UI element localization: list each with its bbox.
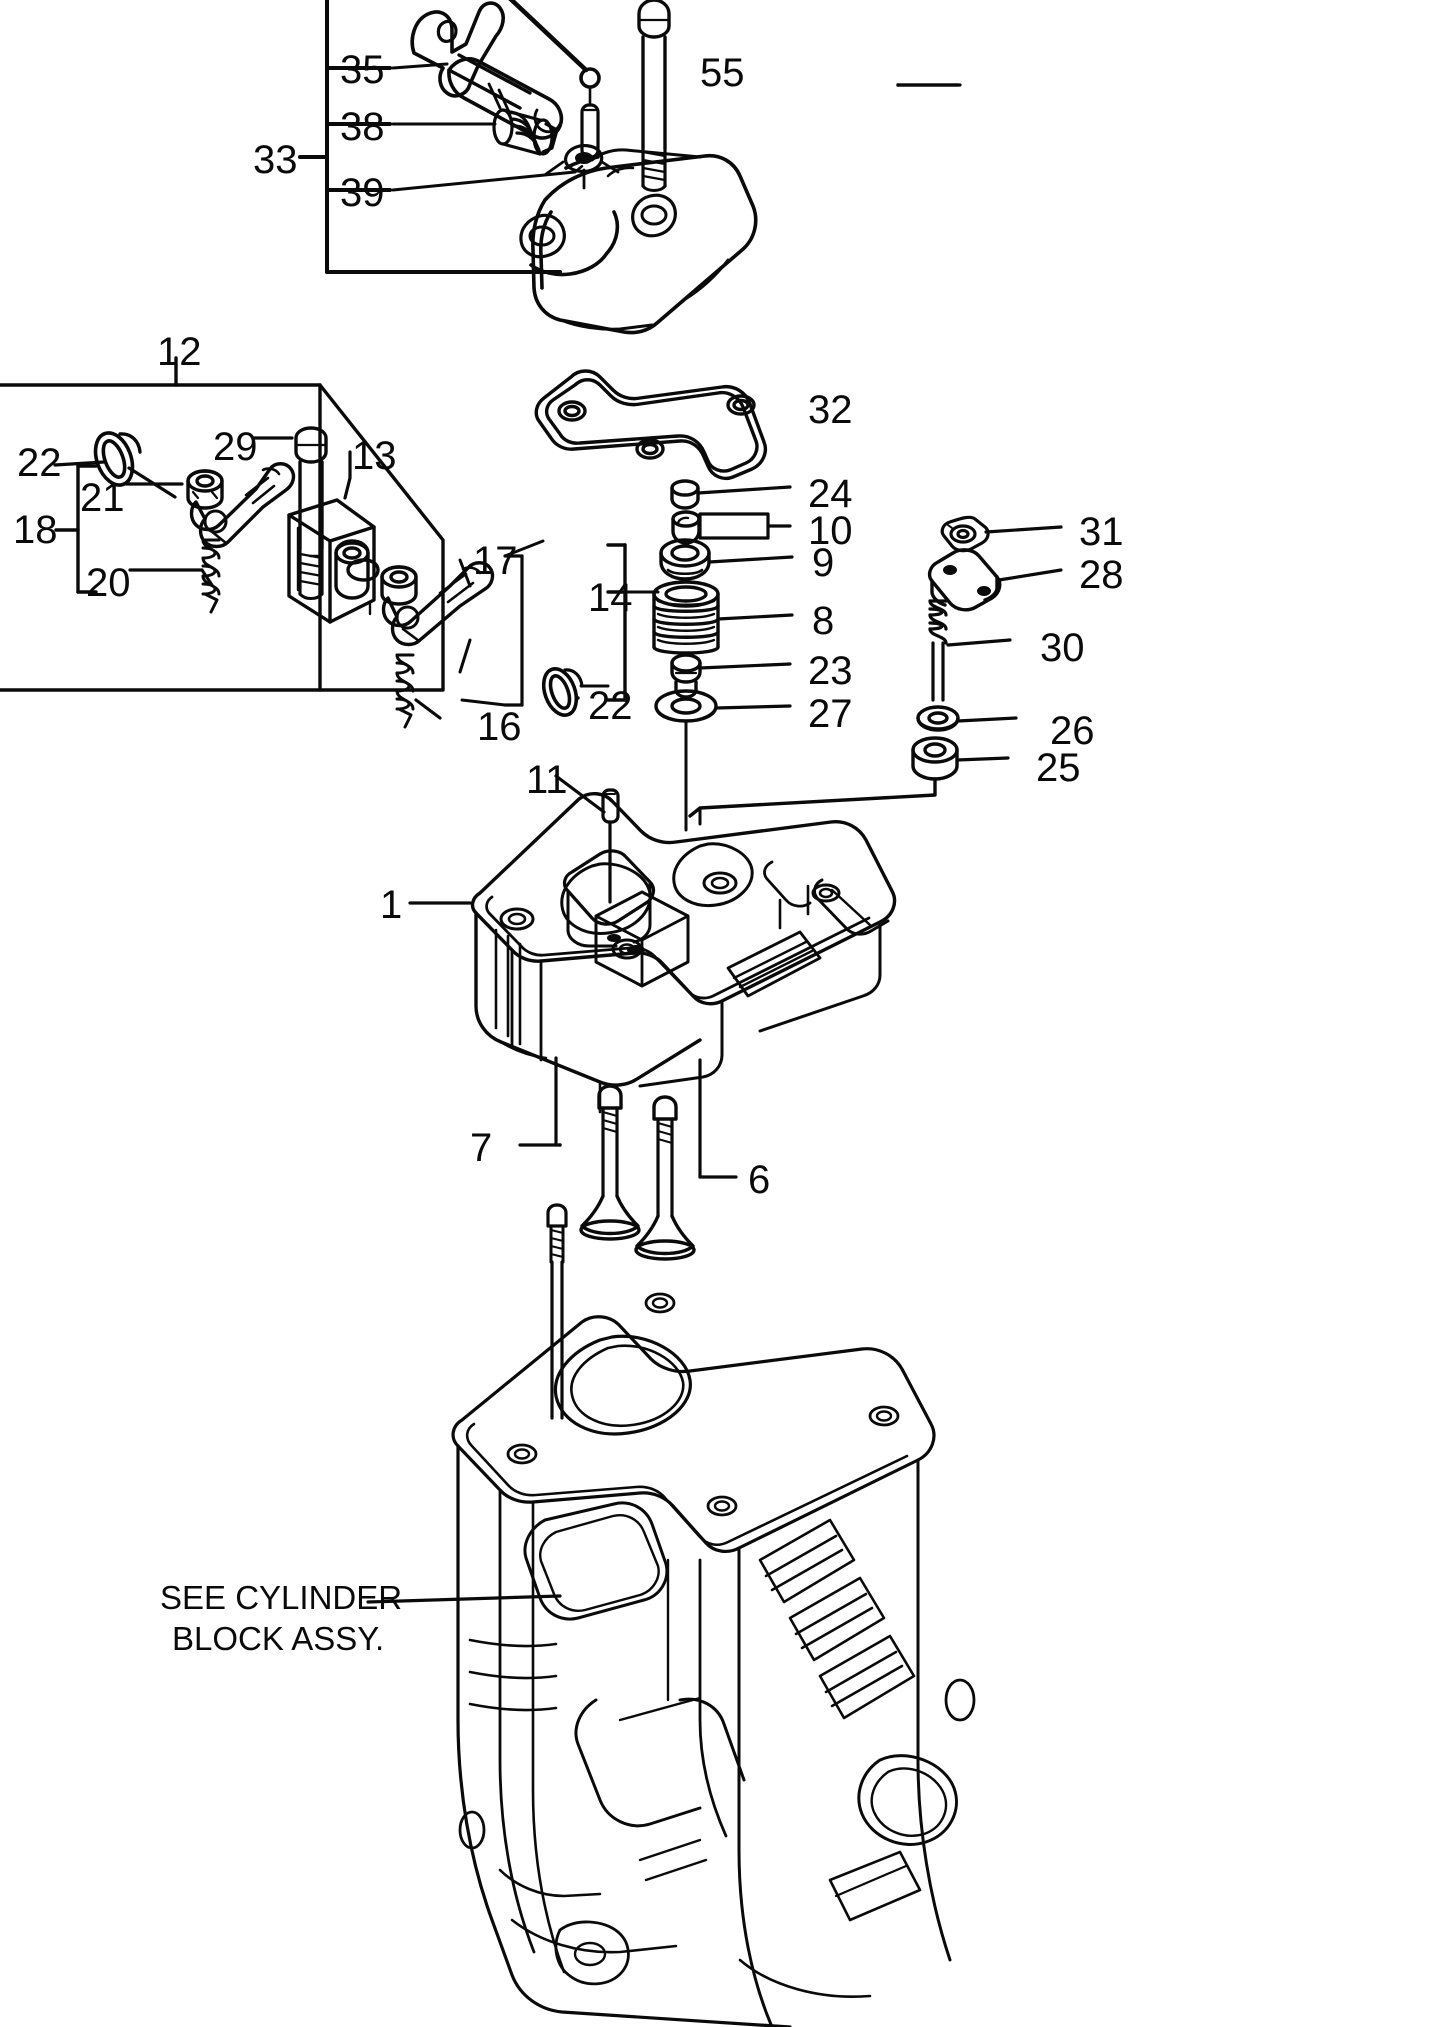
callout-20: 20 <box>86 561 131 605</box>
part-22-retaining-ring-left <box>93 431 177 499</box>
callout-18: 18 <box>13 508 58 552</box>
callout-55: 55 <box>700 51 745 95</box>
part-24-cap <box>670 479 700 510</box>
callout-13: 13 <box>352 434 397 478</box>
part-21-nut <box>186 469 224 510</box>
part-34-head-cover <box>519 144 758 335</box>
callout-9: 9 <box>812 541 835 585</box>
callout-16: 16 <box>477 705 522 749</box>
part-17-nut <box>380 565 418 606</box>
callout-21: 21 <box>80 476 125 520</box>
cylinder-block <box>451 1292 976 2027</box>
callout-35: 35 <box>340 48 385 92</box>
part-28-breather-cover <box>927 548 1002 612</box>
part-6-exhaust-valve <box>634 1095 696 1261</box>
callout-23: 23 <box>808 649 853 693</box>
part-38-spring <box>492 108 559 156</box>
callout-12: 12 <box>157 330 202 374</box>
callout-8: 8 <box>812 599 835 643</box>
part-17-rocker-arm <box>381 561 495 647</box>
callout-7: 7 <box>470 1126 493 1170</box>
part-35-rocker-arm <box>410 1 564 140</box>
bracket-14 <box>606 543 627 702</box>
part-16-spring <box>395 653 415 729</box>
callout-1: 1 <box>380 883 403 927</box>
part-22-retaining-ring-right <box>541 667 584 717</box>
callout-10: 10 <box>808 509 853 553</box>
part-26-washer-small <box>916 705 960 732</box>
callout-11: 11 <box>526 758 568 802</box>
part-18-rocker-arm <box>189 462 296 549</box>
part-13-pivot-block <box>287 498 380 624</box>
callout-14: 14 <box>588 576 633 620</box>
part-31-breather-nut <box>940 515 990 553</box>
callout-31: 31 <box>1079 510 1124 554</box>
head-stud <box>546 1203 568 1420</box>
part-30-breather-stud <box>928 599 948 702</box>
callout-32: 32 <box>808 388 853 432</box>
note-line-1: SEE CYLINDER <box>160 1579 403 1616</box>
bracket-18 <box>54 464 98 594</box>
bracket-12 <box>0 356 445 692</box>
part-9-retainer <box>659 538 711 581</box>
callout-39: 39 <box>340 171 385 215</box>
part-32-gasket <box>534 369 768 481</box>
part-55-bolt <box>637 0 960 192</box>
bracket-33 <box>298 0 562 274</box>
callout-28: 28 <box>1079 553 1124 597</box>
callout-33: 33 <box>253 138 298 182</box>
callout-22-right: 22 <box>588 684 633 728</box>
part-1-cylinder-head <box>470 792 897 1114</box>
callout-17: 17 <box>473 539 518 583</box>
part-8-valve-spring <box>652 580 720 655</box>
callout-24: 24 <box>808 472 853 516</box>
part-7-intake-valve <box>579 1084 641 1241</box>
note-line-2: BLOCK ASSY. <box>172 1620 385 1657</box>
part-25-grommet <box>911 736 959 781</box>
callout-38: 38 <box>340 105 385 149</box>
callout-6: 6 <box>748 1158 771 1202</box>
callout-25: 25 <box>1036 746 1081 790</box>
callout-22-left: 22 <box>17 441 62 485</box>
callout-27: 27 <box>808 692 853 736</box>
callout-29: 29 <box>213 425 258 469</box>
callout-26: 26 <box>1050 709 1095 753</box>
part-29-bolt <box>294 426 328 600</box>
callout-30: 30 <box>1040 626 1085 670</box>
